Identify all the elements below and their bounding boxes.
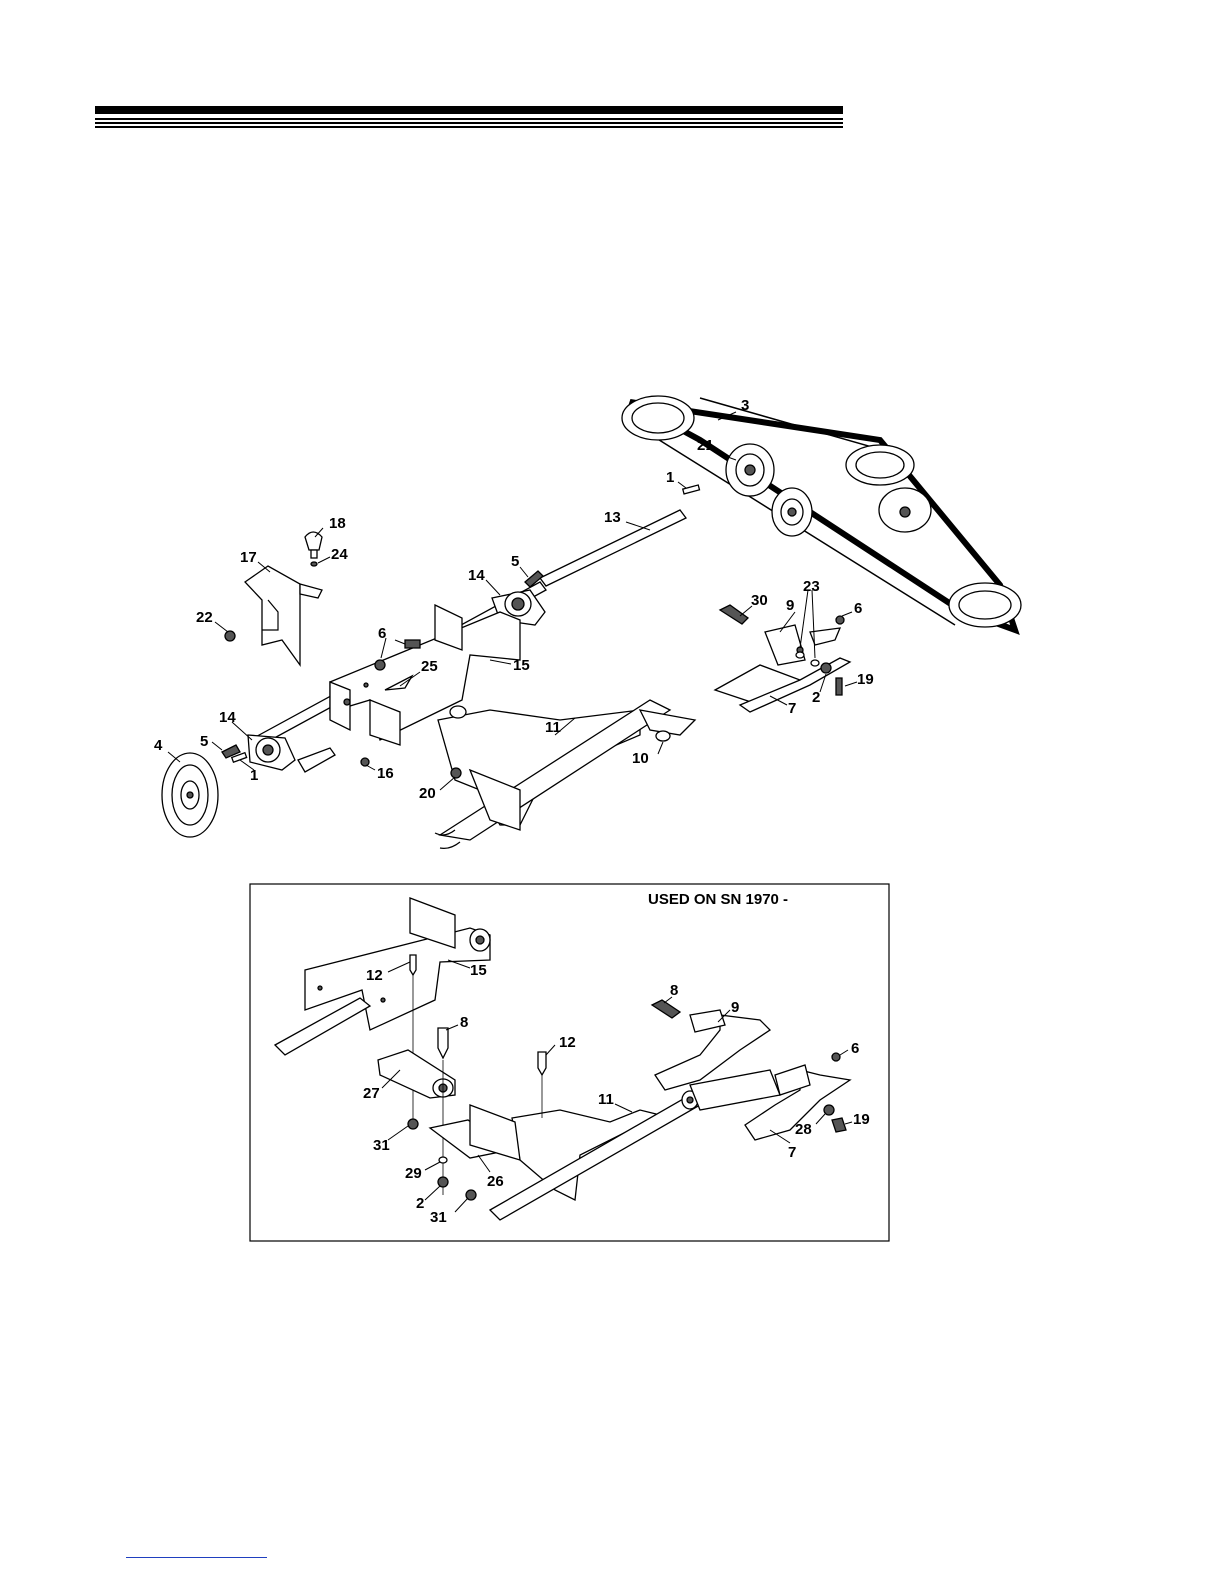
inset-label-27: 27 bbox=[363, 1085, 380, 1102]
inset-label-9: 9 bbox=[731, 999, 739, 1016]
inset-nut-28 bbox=[824, 1105, 834, 1115]
main-exploded-view: 3 21 1 13 18 24 17 5 14 22 6 25 15 30 9 … bbox=[154, 396, 1021, 848]
label-9: 9 bbox=[786, 597, 794, 614]
inset-label-28: 28 bbox=[795, 1121, 812, 1138]
inset-label-6: 6 bbox=[851, 1040, 859, 1057]
label-5-lower: 5 bbox=[200, 733, 208, 750]
inset-label-19: 19 bbox=[853, 1111, 870, 1128]
label-15: 15 bbox=[513, 657, 530, 674]
nut-20 bbox=[451, 768, 461, 778]
inset-nut-31-a bbox=[408, 1119, 418, 1129]
bolt-6-frame-b bbox=[405, 640, 420, 648]
label-24: 24 bbox=[331, 546, 348, 563]
inset-nut-2 bbox=[438, 1177, 448, 1187]
label-6-right: 6 bbox=[854, 600, 862, 617]
inset-washer-29 bbox=[439, 1157, 447, 1163]
inset-bolt-8-a bbox=[438, 1028, 448, 1058]
pulley-top-left bbox=[622, 396, 694, 440]
inset-label-12-a: 12 bbox=[366, 967, 383, 984]
pulley-bottom-right bbox=[949, 583, 1021, 627]
nut-2-right bbox=[821, 663, 831, 673]
inset-label-31-b: 31 bbox=[430, 1209, 447, 1226]
inset-arm-11 bbox=[470, 1070, 780, 1220]
label-10: 10 bbox=[632, 750, 649, 767]
inset-label-8-b: 8 bbox=[670, 982, 678, 999]
label-25: 25 bbox=[421, 658, 438, 675]
label-19: 19 bbox=[857, 671, 874, 688]
label-30: 30 bbox=[751, 592, 768, 609]
nut-22 bbox=[225, 631, 235, 641]
label-7: 7 bbox=[788, 700, 796, 717]
knob-18 bbox=[305, 532, 322, 558]
label-4: 4 bbox=[154, 737, 163, 754]
label-18: 18 bbox=[329, 515, 346, 532]
nut-6-right bbox=[836, 616, 844, 624]
label-17: 17 bbox=[240, 549, 257, 566]
label-2: 2 bbox=[812, 689, 820, 706]
support-arm-11 bbox=[438, 700, 695, 840]
label-20: 20 bbox=[419, 785, 436, 802]
label-22: 22 bbox=[196, 609, 213, 626]
inset-label-29: 29 bbox=[405, 1165, 422, 1182]
inset-nut-6 bbox=[832, 1053, 840, 1061]
bolt-30 bbox=[720, 605, 748, 624]
label-5-upper: 5 bbox=[511, 553, 519, 570]
bolt-19 bbox=[836, 678, 842, 695]
inset-bolt-12-a bbox=[410, 955, 416, 975]
bracket-17 bbox=[245, 566, 322, 665]
footer-link-underline[interactable] bbox=[126, 1557, 267, 1558]
inset-bolt-19 bbox=[832, 1118, 846, 1132]
inset-label-15: 15 bbox=[470, 962, 487, 979]
label-13: 13 bbox=[604, 509, 621, 526]
inset-label-7: 7 bbox=[788, 1144, 796, 1161]
inset-label-8-a: 8 bbox=[460, 1014, 468, 1031]
label-6-frame: 6 bbox=[378, 625, 386, 642]
label-23: 23 bbox=[803, 578, 820, 595]
label-14-upper: 14 bbox=[468, 567, 485, 584]
washer-10 bbox=[656, 731, 670, 741]
label-21: 21 bbox=[697, 437, 714, 454]
washer-24 bbox=[311, 562, 317, 566]
inset-label-11: 11 bbox=[598, 1091, 614, 1108]
inset-label-31-a: 31 bbox=[373, 1137, 390, 1154]
inset-serial-note: USED ON SN 1970 - bbox=[648, 891, 788, 908]
pulley-4 bbox=[162, 753, 218, 837]
inset-bolt-8-b bbox=[652, 1000, 680, 1018]
label-11: 11 bbox=[545, 719, 561, 736]
washer-23-a bbox=[796, 652, 804, 658]
inset-bolt-12-b bbox=[538, 1052, 546, 1075]
label-1-lower: 1 bbox=[250, 767, 258, 784]
nut-6-frame-a bbox=[375, 660, 385, 670]
label-14-lower: 14 bbox=[219, 709, 236, 726]
frame-rear-rod bbox=[298, 748, 335, 772]
key-1-top bbox=[683, 485, 700, 494]
label-16: 16 bbox=[377, 765, 394, 782]
bearing-14-lower bbox=[248, 735, 295, 770]
label-1-top: 1 bbox=[666, 469, 674, 486]
washer-23-b bbox=[811, 660, 819, 666]
inset-label-12-b: 12 bbox=[559, 1034, 576, 1051]
double-pulley-21 bbox=[726, 444, 812, 536]
inset-label-2: 2 bbox=[416, 1195, 424, 1212]
nut-16 bbox=[361, 758, 369, 766]
inset-label-26: 26 bbox=[487, 1173, 504, 1190]
inset-panel: USED ON SN 1970 - bbox=[250, 884, 889, 1241]
label-3: 3 bbox=[741, 397, 749, 414]
